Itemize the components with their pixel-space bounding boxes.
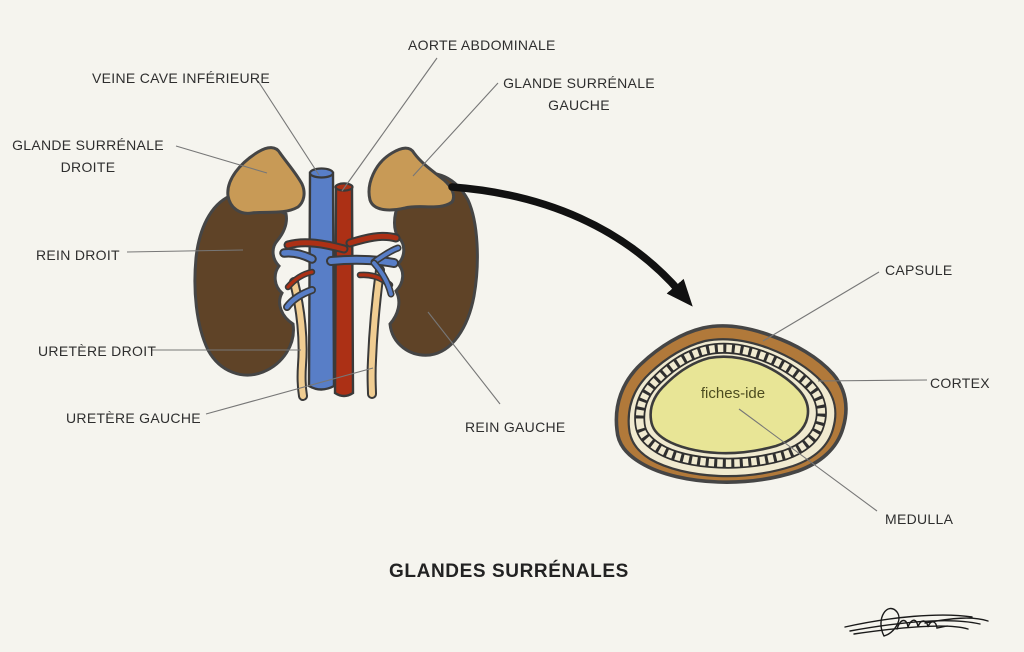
page-title: GLANDES SURRÉNALES [389,561,629,582]
medulla-layer [649,355,810,455]
renal-vein-left-fork2 [372,261,393,296]
signature-flourish [924,617,989,624]
ureter-right-tube [291,279,306,399]
renal-artery-left [347,233,399,246]
label-medulla: MEDULLA [885,511,954,527]
signature-loop [880,607,900,637]
label-glande-surrenale-droite: GLANDE SURRÉNALE DROITE [12,134,164,178]
adrenal-left-shape [367,146,456,212]
leader-aorte [341,57,438,192]
renal-vein-right-low [284,287,315,310]
renal-vein-left-fork1 [372,246,400,264]
renal-artery-right [285,240,347,252]
aorta-opening [334,182,354,192]
label-rein-gauche: REIN GAUCHE [465,419,566,435]
renal-artery-right-low2 [286,270,314,289]
label-glande-surrenale-droite-line2: DROITE [60,159,116,175]
leader-medulla [738,408,878,512]
adrenal-cross-section: fiches-ide [614,324,848,484]
leader-capsule [762,271,880,342]
signature-stroke-3 [853,625,969,635]
leader-lines [126,57,928,512]
label-rein-droit: REIN DROIT [36,247,120,263]
leader-glande-droite [175,145,268,174]
label-aorte-abdominale: AORTE ABDOMINALE [408,37,556,53]
label-glande-surrenale-gauche: GLANDE SURRÉNALE GAUCHE [503,72,655,116]
signature [844,607,989,637]
leader-veine-cave [257,80,320,176]
renal-vein-right [281,250,315,262]
label-veine-cave-inferieure: VEINE CAVE INFÉRIEURE [92,70,270,86]
label-uretere-droit: URETÈRE DROIT [38,343,157,359]
leader-cortex [817,379,928,382]
vena-cava-tube [307,171,336,391]
label-capsule: CAPSULE [885,262,953,278]
cortex-cell-ring-cells [635,344,826,467]
zoom-arrow [448,183,693,307]
vena-cava-opening [308,167,335,179]
label-cortex: CORTEX [930,375,990,391]
ureter-left-tube [368,267,383,397]
label-glande-surrenale-gauche-line1: GLANDE SURRÉNALE [503,75,655,91]
adrenal-right-shape [226,146,306,215]
renal-arteries [283,231,401,291]
label-uretere-gauche: URETÈRE GAUCHE [66,410,201,426]
kidney-right-shape [193,194,295,377]
kidneys-group [193,171,479,377]
leader-rein-gauche [427,311,501,405]
leader-glande-gauche [412,82,499,177]
watermark-text: fiches-ide [701,385,765,402]
kidney-left-shape [388,171,479,357]
renal-vein-left-main [328,256,397,266]
renal-veins [279,244,402,311]
aorta-tube [333,185,355,398]
label-glande-surrenale-gauche-line2: GAUCHE [548,97,610,113]
leader-rein-droit [126,249,244,253]
vessels-group [279,167,402,398]
signature-stroke-1 [844,614,973,628]
leader-uretere-gauche [205,367,374,415]
ureters-group [289,265,385,401]
adrenal-glands-group [226,146,456,215]
label-glande-surrenale-droite-line1: GLANDE SURRÉNALE [12,137,164,153]
